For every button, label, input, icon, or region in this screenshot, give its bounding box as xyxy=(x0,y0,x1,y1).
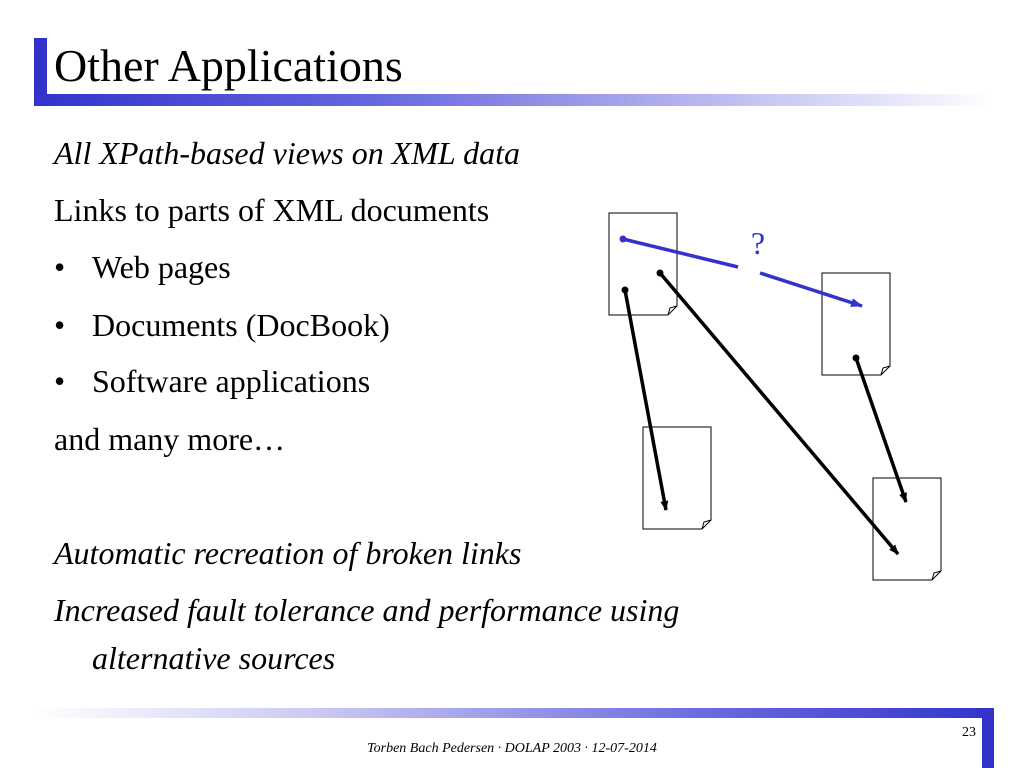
link-arrow-doc1-to-doc4 xyxy=(656,269,900,556)
bullet-marker: • xyxy=(54,249,66,285)
broken-link-question-mark: ? xyxy=(751,225,765,261)
text-line-alternative-sources: alternative sources xyxy=(92,640,336,676)
text-line-links: Links to parts of XML documents xyxy=(54,192,490,228)
footer-text: Torben Bach Pedersen · DOLAP 2003 · 12-0… xyxy=(367,741,657,756)
document-icon-3 xyxy=(642,426,712,530)
text-line-broken-links: Automatic recreation of broken links xyxy=(54,535,522,571)
bullet-label: Web pages xyxy=(92,249,231,285)
bullet-label: Software applications xyxy=(92,363,371,399)
bullet-item-software: • Software applications xyxy=(54,362,370,400)
broken-link-arrow xyxy=(619,235,863,308)
bullet-marker: • xyxy=(54,307,66,343)
bullet-item-documents: • Documents (DocBook) xyxy=(54,306,390,344)
text-line-fault-tolerance: Increased fault tolerance and performanc… xyxy=(54,592,680,628)
bullet-item-web-pages: • Web pages xyxy=(54,248,231,286)
link-arrow-doc1-to-doc3 xyxy=(621,286,669,511)
text-line-xpath-views: All XPath-based views on XML data xyxy=(54,135,521,171)
document-icon-4 xyxy=(872,477,942,581)
bullet-label: Documents (DocBook) xyxy=(92,307,390,343)
footer-rule xyxy=(34,708,994,718)
document-icon-1 xyxy=(608,212,678,316)
bullet-marker: • xyxy=(54,363,66,399)
link-arrow-doc2-to-doc4 xyxy=(852,354,908,503)
page-number: 23 xyxy=(962,725,976,740)
text-line-many-more: and many more… xyxy=(54,421,286,457)
title-underline xyxy=(34,94,994,106)
title-accent-gap xyxy=(47,38,51,104)
footer-accent-bar xyxy=(982,708,994,768)
slide-title: Other Applications xyxy=(54,40,403,91)
title-accent-bar xyxy=(34,38,47,104)
footer-accent-gap xyxy=(994,708,998,768)
